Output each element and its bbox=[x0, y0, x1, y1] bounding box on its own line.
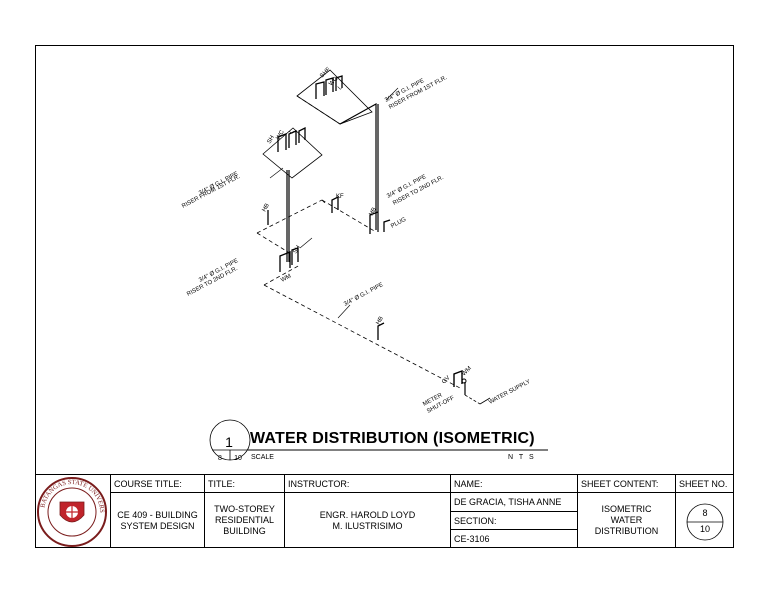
label-wm: WM bbox=[280, 273, 292, 283]
logo-cell: BATANGAS STATE UNIVERSITY bbox=[33, 470, 110, 548]
label-hb-low: HB bbox=[376, 316, 385, 326]
wc-fixture-top bbox=[325, 77, 334, 95]
kf-fixture bbox=[331, 195, 339, 213]
sheet-no-circle bbox=[686, 503, 724, 541]
university-seal-icon: BATANGAS STATE UNIVERSITY bbox=[33, 470, 107, 547]
label-plug: PLUG bbox=[390, 217, 408, 230]
label-wc-mid: WC bbox=[276, 129, 287, 141]
instructor-label: INSTRUCTOR: bbox=[284, 474, 450, 492]
label-riser-left-b: RISER FROM 1ST FLR. bbox=[181, 174, 241, 210]
sheet-no-cell: 8 10 bbox=[675, 492, 734, 548]
scale-label: SCALE bbox=[251, 454, 274, 461]
label-shf: SHF bbox=[319, 66, 332, 79]
sheet-content-label: SHEET CONTENT: bbox=[577, 474, 675, 492]
name-value: DE GRACIA, TISHA ANNE bbox=[450, 492, 577, 511]
label-hb-right: HB bbox=[369, 207, 378, 217]
drawing-title: WATER DISTRIBUTION (ISOMETRIC) bbox=[250, 430, 535, 447]
label-pipe-main: 3/4" Ø G.I. PIPE bbox=[343, 282, 384, 308]
detail-number: 1 bbox=[225, 434, 233, 450]
detail-sheet-a: 8 bbox=[218, 455, 222, 462]
upper-bath-floor bbox=[296, 69, 373, 125]
label-water-supply: WATER SUPPLY bbox=[488, 379, 531, 406]
nts-label: N T S bbox=[508, 454, 536, 461]
title-block: BATANGAS STATE UNIVERSITY COURSE TITLE: … bbox=[33, 470, 734, 548]
detail-sheet-b: 10 bbox=[234, 455, 242, 462]
wm-fixture bbox=[279, 251, 291, 272]
shf-fixture bbox=[315, 81, 325, 99]
sheet-total: 10 bbox=[699, 524, 710, 534]
hb-low bbox=[377, 322, 385, 340]
lav-fixture-top bbox=[335, 75, 343, 91]
label-sh-bot: SH bbox=[293, 245, 302, 255]
label-wc-top: WC bbox=[328, 76, 340, 88]
meter-fixture bbox=[453, 369, 463, 387]
label-sh-mid: SH bbox=[267, 135, 276, 145]
label-lav-mid: L bbox=[289, 129, 296, 135]
title-value: TWO-STOREY RESIDENTIAL BUILDING bbox=[204, 492, 284, 548]
section-value: CE-3106 bbox=[450, 529, 577, 548]
label-lav-top: L bbox=[337, 84, 344, 91]
title-label: TITLE: bbox=[204, 474, 284, 492]
sh-bot-fixture bbox=[291, 247, 299, 265]
sheet-no-value: 8 bbox=[702, 508, 708, 518]
name-label: NAME: bbox=[450, 474, 577, 492]
mid-bath-floor bbox=[262, 127, 323, 179]
sheet-content-value: ISOMETRIC WATER DISTRIBUTION bbox=[577, 492, 675, 548]
riser-right bbox=[339, 102, 377, 230]
course-title-label: COURSE TITLE: bbox=[110, 474, 204, 492]
meter-symbol bbox=[461, 378, 467, 384]
plug bbox=[383, 219, 391, 232]
drawing-sheet bbox=[35, 45, 734, 548]
dashed-pipes bbox=[256, 95, 461, 389]
fixture-labels: SHF WC L 3/4" Ø G.I. PIPE RISER FROM 1ST… bbox=[181, 66, 531, 414]
hb-right bbox=[369, 211, 379, 234]
course-title-value: CE 409 - BUILDING SYSTEM DESIGN bbox=[110, 492, 204, 548]
section-label: SECTION: bbox=[450, 511, 577, 529]
sheet-no-label: SHEET NO. bbox=[675, 474, 734, 492]
label-kf: KF bbox=[336, 194, 344, 200]
instructor-value: ENGR. HAROLD LOYD M. ILUSTRISIMO bbox=[284, 492, 450, 548]
label-wm2: WM bbox=[461, 366, 473, 378]
label-hb-left: HB bbox=[262, 203, 271, 213]
label-gv: GV bbox=[441, 375, 451, 385]
